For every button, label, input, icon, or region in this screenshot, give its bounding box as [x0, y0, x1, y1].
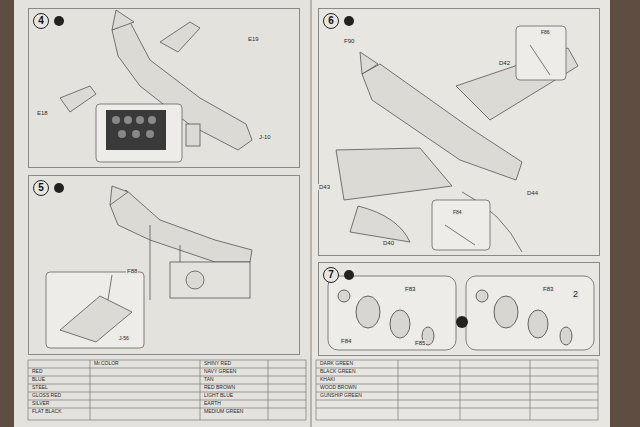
- table-cell: BLACK GREEN: [320, 369, 356, 374]
- step-panel: 6: [318, 8, 600, 256]
- part-number: F83: [404, 286, 416, 292]
- table-cell: GLOSS RED: [32, 393, 61, 398]
- part-number: D43: [318, 184, 331, 190]
- table-cell: BLUE: [32, 377, 45, 382]
- table-cell: STEEL: [32, 385, 48, 390]
- part-number: F86: [540, 30, 551, 35]
- part-number: F83: [542, 286, 554, 292]
- table-cell: Mr.COLOR: [94, 361, 119, 366]
- color-table: [28, 360, 598, 420]
- table-cell: WOOD BROWN: [320, 385, 357, 390]
- table-cell: MEDIUM GREEN: [204, 409, 243, 414]
- part-number: D42: [498, 60, 511, 66]
- table-cell: LIGHT BLUE: [204, 393, 233, 398]
- step-panel: 7: [318, 262, 600, 356]
- part-number: J-56: [118, 336, 130, 341]
- part-number: E18: [36, 110, 49, 116]
- paint-dot: [53, 15, 65, 27]
- wheels-step7: [328, 276, 594, 350]
- table-cell: FLAT BLACK: [32, 409, 62, 414]
- table-cell: RED: [32, 369, 43, 374]
- paint-dot: [53, 182, 65, 194]
- table-cell: NAVY GREEN: [204, 369, 236, 374]
- insets-step6: [432, 26, 566, 250]
- part-number: F85: [414, 340, 426, 346]
- part-number: J-10: [258, 134, 272, 140]
- step-number: 4: [33, 13, 49, 29]
- step-panel: 5: [28, 175, 300, 355]
- table-cell: GUNSHIP GREEN: [320, 393, 362, 398]
- table-cell: SILVER: [32, 401, 49, 406]
- fold: [310, 0, 312, 427]
- part-number: F84: [452, 210, 463, 215]
- part-number: D40: [382, 240, 395, 246]
- paint-dot: [343, 269, 355, 281]
- paint-dot: [343, 15, 355, 27]
- inset-step4: [96, 104, 182, 162]
- part-number: F90: [343, 38, 355, 44]
- table-cell: DARK GREEN: [320, 361, 353, 366]
- part-number: D44: [526, 190, 539, 196]
- part-number: F84: [340, 338, 352, 344]
- table-cell: RED BROWN: [204, 385, 235, 390]
- part-number: 2: [572, 290, 579, 299]
- table-cell: SHINY RED: [204, 361, 231, 366]
- paper-right: [312, 0, 610, 427]
- inset-step5: [46, 272, 144, 348]
- step-number: 5: [33, 180, 49, 196]
- part-number: E19: [247, 36, 260, 42]
- part-number: F88: [126, 268, 138, 274]
- table-cell: EARTH: [204, 401, 221, 406]
- step-number: 7: [323, 267, 339, 283]
- table-cell: TAN: [204, 377, 214, 382]
- step-panel: 4: [28, 8, 300, 168]
- step-number: 6: [323, 13, 339, 29]
- table-cell: KHAKI: [320, 377, 335, 382]
- paper-left: [14, 0, 310, 427]
- aircraft-step4: [60, 10, 252, 150]
